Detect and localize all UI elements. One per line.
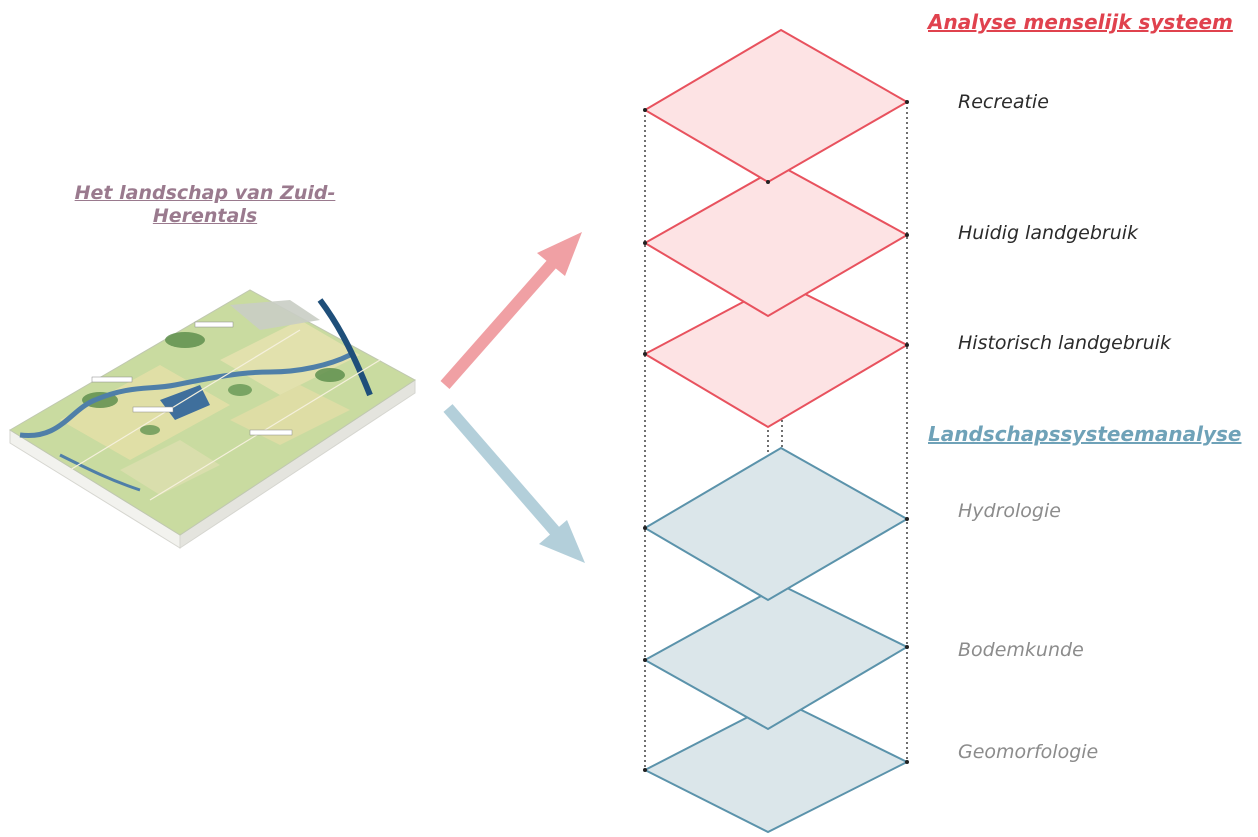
layer-label-bodemkunde: Bodemkunde <box>958 639 1084 661</box>
layer-hydrologie-plane <box>643 446 910 602</box>
landscape-system-title: Landschapssysteemanalyse <box>928 422 1242 446</box>
layer-label-huidig-landgebruik: Huidig landgebruik <box>958 222 1139 244</box>
layer-label-recreatie: Recreatie <box>958 91 1049 113</box>
layer-historisch-landgebruik-plane <box>642 280 910 429</box>
landscape-title-line2: Herentals <box>152 205 258 227</box>
arrow-down-to-landscape-system <box>443 404 585 563</box>
layer-recreatie-plane <box>643 28 910 184</box>
layer-geomorfologie-plane <box>642 698 910 834</box>
landscape-title: Het landschap van Zuid- Herentals <box>40 182 370 228</box>
layer-bodemkunde-plane <box>642 583 910 731</box>
landscape-title-line1: Het landschap van Zuid- <box>74 182 336 204</box>
layer-huidig-landgebruik-plane <box>643 164 910 318</box>
landscape-map-image <box>9 289 416 549</box>
layer-corner-dots <box>643 100 909 772</box>
layer-label-hydrologie: Hydrologie <box>958 500 1061 522</box>
arrow-up-to-human-system <box>440 232 582 389</box>
layer-label-geomorfologie: Geomorfologie <box>958 741 1099 763</box>
layer-label-historisch-landgebruik: Historisch landgebruik <box>958 332 1172 354</box>
human-system-title: Analyse menselijk systeem <box>928 10 1233 34</box>
